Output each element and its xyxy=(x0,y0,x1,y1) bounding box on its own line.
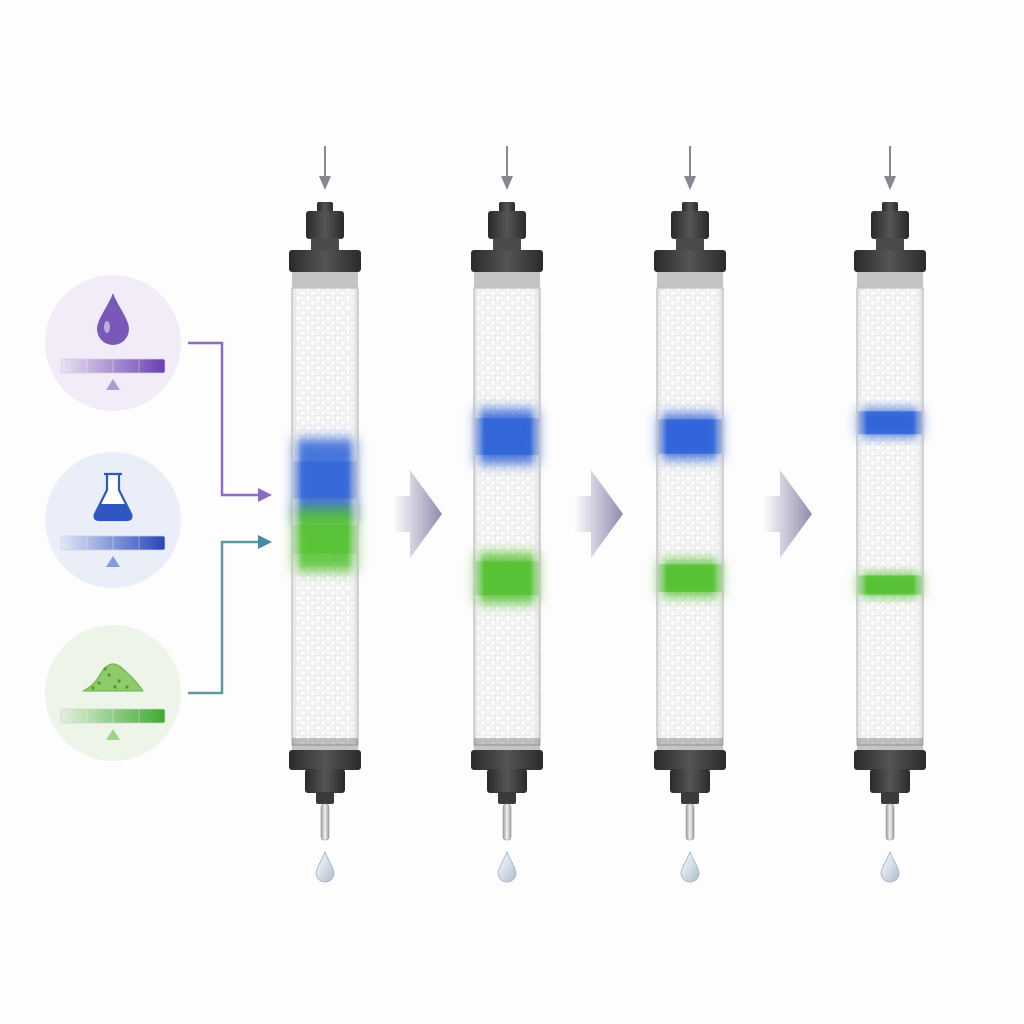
outlet-needle xyxy=(502,803,512,841)
top-cap xyxy=(654,250,726,272)
powder-icon xyxy=(82,663,144,692)
top-nut xyxy=(488,211,526,239)
column-stage-2 xyxy=(471,146,543,883)
eluate-drop-icon xyxy=(497,850,517,883)
reagent-connectors xyxy=(188,341,272,695)
bottom-nut xyxy=(487,769,527,793)
connector-solvent xyxy=(188,341,268,497)
concentration-bar xyxy=(60,708,166,724)
glass-tube xyxy=(856,287,924,746)
progression-arrows xyxy=(392,470,812,558)
outlet-needle xyxy=(885,803,895,841)
droplet-icon xyxy=(97,293,129,345)
top-cap xyxy=(854,250,926,272)
eluate-drop-icon xyxy=(680,850,700,883)
bottom-nut xyxy=(670,769,710,793)
outlet-needle xyxy=(320,803,330,841)
reagent-circle xyxy=(45,625,181,761)
glass-tube xyxy=(291,287,359,746)
bottom-cap xyxy=(471,750,543,770)
reagent-legend xyxy=(45,275,181,761)
bottom-cap xyxy=(854,750,926,770)
top-fitting xyxy=(682,202,698,212)
connector-solvent-arrowhead xyxy=(258,488,272,502)
triangle-marker-icon xyxy=(106,379,120,390)
triangle-marker-icon xyxy=(106,556,120,567)
column-stage-1 xyxy=(289,146,361,883)
concentration-bar xyxy=(60,535,166,551)
bottom-cap xyxy=(289,750,361,770)
top-cap xyxy=(289,250,361,272)
top-fitting xyxy=(317,202,333,212)
connector-sample-arrowhead xyxy=(258,535,272,549)
connector-sample xyxy=(188,540,268,695)
glass-tube xyxy=(473,287,541,746)
concentration-bar xyxy=(60,358,166,374)
top-fitting xyxy=(499,202,515,212)
bottom-nut xyxy=(305,769,345,793)
triangle-marker-icon xyxy=(106,729,120,740)
top-fitting xyxy=(882,202,898,212)
flask-icon xyxy=(93,472,133,522)
reagent-sample xyxy=(45,625,181,761)
top-cap xyxy=(471,250,543,272)
column-stage-3 xyxy=(654,146,726,883)
top-nut xyxy=(871,211,909,239)
columns-row xyxy=(289,146,926,883)
reagent-reagent xyxy=(45,452,181,588)
reagent-solvent xyxy=(45,275,181,411)
eluate-drop-icon xyxy=(315,850,335,883)
step-arrow-icon xyxy=(392,470,442,558)
bottom-nut xyxy=(870,769,910,793)
bottom-cap xyxy=(654,750,726,770)
step-arrow-icon xyxy=(573,470,623,558)
top-nut xyxy=(306,211,344,239)
top-nut xyxy=(671,211,709,239)
eluate-drop-icon xyxy=(880,850,900,883)
column-stage-4 xyxy=(854,146,926,883)
outlet-needle xyxy=(685,803,695,841)
glass-tube xyxy=(656,287,724,746)
step-arrow-icon xyxy=(762,470,812,558)
